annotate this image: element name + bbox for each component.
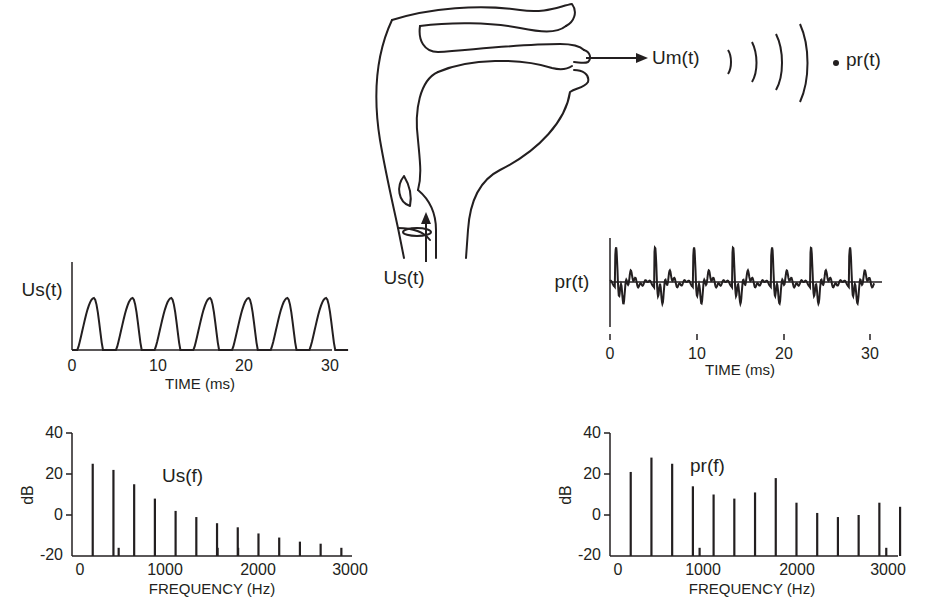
tick-label: 3000 [332,562,368,578]
tick-label: 1000 [685,562,721,578]
spectrum-label: Us(f) [162,466,203,485]
tick-label: 0 [68,358,77,374]
source-spectrum-lines [93,464,342,556]
tick-label: 30 [321,358,339,374]
axis-label: Us(t) [21,280,62,299]
tick-label: 40 [45,425,63,441]
tick-label: 0 [76,562,85,578]
flow-label: Um(t) [652,48,699,67]
tick-label: 40 [583,425,601,441]
tick-label: 3000 [870,562,906,578]
pressure-time-axes [610,238,882,340]
tick-label: 2000 [779,562,815,578]
tick-label: 0 [54,507,63,523]
source-spectrum-axes [66,433,352,556]
axis-title: TIME (ms) [165,376,235,391]
axis-label: dB [558,485,574,505]
tick-label: 10 [688,346,706,362]
axis-label: pr(t) [555,272,590,291]
tick-label: 0 [606,346,615,362]
vocal-tract-illustration [376,4,590,258]
tick-label: -20 [578,547,601,563]
axis-title: FREQUENCY (Hz) [689,581,815,596]
radiated-spectrum-lines [631,458,900,556]
glottal-arrow [421,212,431,262]
tick-label: 20 [45,466,63,482]
sound-wave-arcs [728,24,808,102]
axis-title: FREQUENCY (Hz) [149,581,275,596]
tick-label: 0 [592,507,601,523]
pressure-label: pr(t) [846,50,881,69]
spectrum-label: pr(f) [690,456,725,475]
tick-label: 20 [775,346,793,362]
tick-label: -20 [40,547,63,563]
microphone-point [833,60,839,66]
tick-label: 30 [861,346,879,362]
mouth-flow-arrow [586,53,648,63]
tick-label: 2000 [240,562,276,578]
radiated-spectrum-axes [604,433,898,556]
tick-label: 20 [583,466,601,482]
source-waveform [72,298,348,350]
tick-label: 20 [235,358,253,374]
axis-label: dB [20,485,36,505]
tick-label: 0 [614,562,623,578]
axis-title: TIME (ms) [705,362,775,377]
flow-label: Us(t) [383,268,424,287]
tick-label: 1000 [147,562,183,578]
source-time-axes [72,262,332,350]
tick-label: 10 [149,358,167,374]
radiated-waveform [610,247,874,303]
